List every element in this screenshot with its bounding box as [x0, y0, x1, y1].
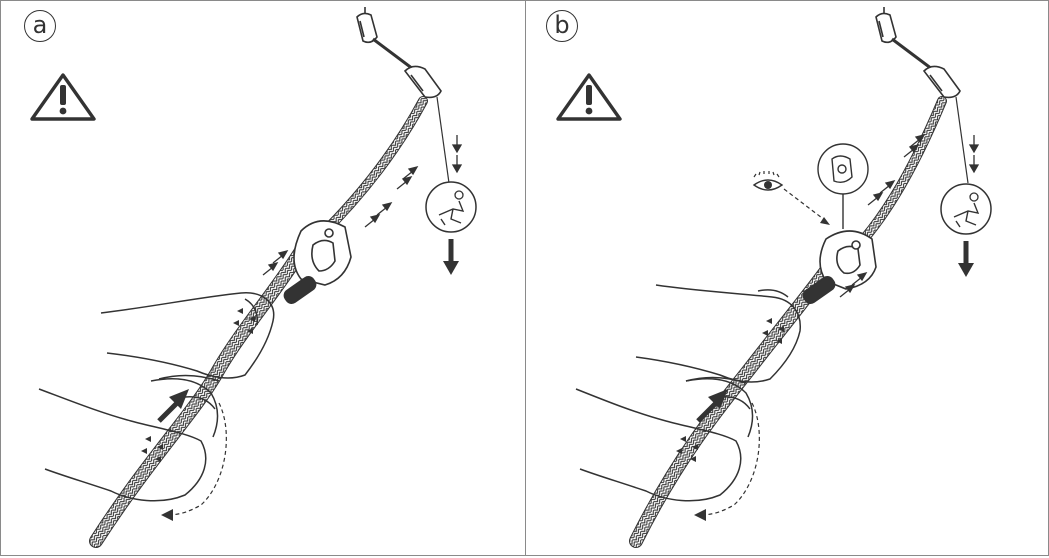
rope — [96, 97, 449, 541]
anchor-carabiner-icon — [357, 7, 441, 97]
worker-descending-icon — [426, 182, 476, 232]
small-down-arrows — [453, 135, 461, 172]
warning-triangle-icon — [32, 75, 94, 119]
rope — [636, 97, 968, 541]
eye-icon — [754, 171, 782, 190]
panel-b: b — [525, 0, 1049, 556]
warning-triangle-icon — [558, 75, 620, 119]
large-down-arrow-icon — [958, 241, 974, 277]
panel-a-illustration — [1, 1, 527, 557]
anchor-carabiner-icon — [876, 7, 960, 97]
panel-a: a — [0, 0, 526, 556]
return-arrowhead-icon — [694, 509, 706, 521]
inspection-dashed-line — [784, 189, 826, 221]
large-down-arrow-icon — [443, 239, 459, 275]
descender-device — [801, 231, 876, 305]
worker-descending-icon — [941, 184, 991, 234]
small-down-arrows — [970, 135, 978, 172]
return-arrowhead-icon — [161, 509, 173, 521]
panel-b-illustration — [526, 1, 1049, 557]
inspection-arrowhead-icon — [820, 217, 830, 225]
inspection-callout — [818, 144, 868, 229]
